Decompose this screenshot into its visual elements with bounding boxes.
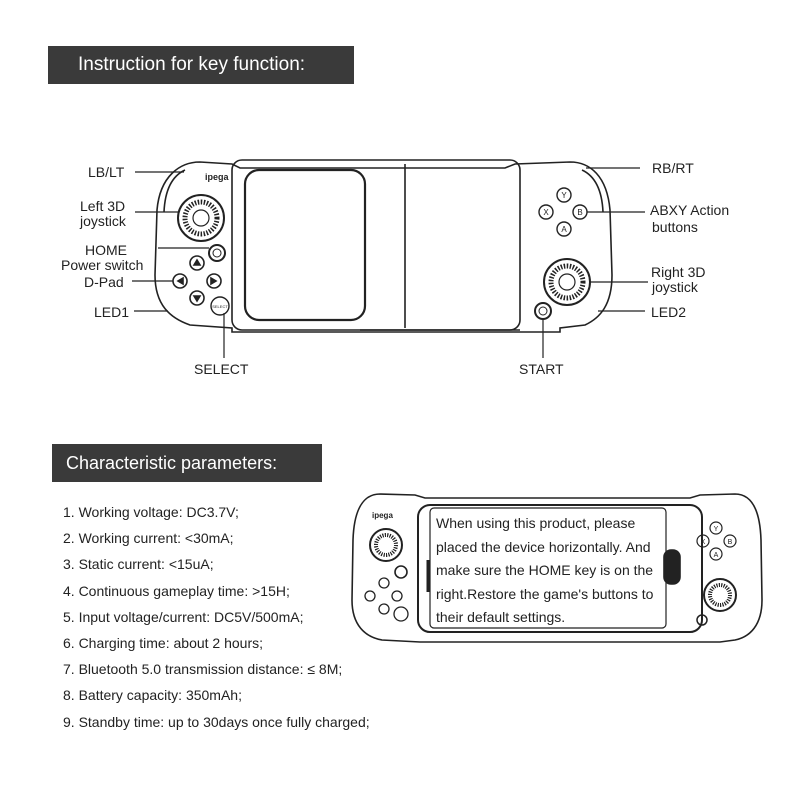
label-d-pad: D-Pad [84, 274, 124, 290]
left-joystick [177, 194, 225, 242]
list-item: 9. Standby time: up to 30days once fully… [63, 713, 370, 730]
label-abxy-line2: buttons [652, 219, 698, 235]
list-item: 5. Input voltage/current: DC5V/500mA; [63, 608, 304, 625]
parameters-list: 1. Working voltage: DC3.7V; 2. Working c… [63, 503, 370, 739]
controller-with-phone [351, 493, 763, 643]
brand-logo-2: ipega [372, 511, 393, 520]
select-button [210, 296, 230, 316]
usage-notice: When using this product, please placed t… [436, 515, 654, 625]
button-b-label: B [577, 208, 582, 217]
label-led2: LED2 [651, 304, 687, 320]
button-a-label-2: A [714, 552, 719, 559]
label-right-3d-line2: joystick [652, 279, 698, 295]
button-y-label-2: Y [714, 526, 719, 533]
label-power-switch: Power switch [61, 257, 144, 273]
list-item: 1. Working voltage: DC3.7V; [63, 504, 239, 520]
label-start: START [519, 361, 564, 377]
select-small-label: SELECT [212, 304, 228, 309]
label-led1: LED1 [94, 304, 130, 320]
label-left-3d-line1: Left 3D [80, 198, 126, 214]
label-abxy-line1: ABXY Action [650, 202, 730, 218]
home-button-2 [394, 565, 408, 579]
button-x-label: X [543, 208, 549, 217]
section-title-key-function: Instruction for key function: [48, 46, 354, 84]
brand-logo: ipega [205, 172, 230, 182]
list-item: 3. Static current: <15uA; [63, 556, 214, 573]
right-joystick [543, 258, 591, 306]
button-x-label-2: X [701, 539, 706, 546]
button-a-label: A [561, 225, 567, 234]
label-select: SELECT [194, 361, 249, 377]
label-right-3d-line1: Right 3D [651, 264, 706, 280]
phone-clamp-area [231, 159, 521, 331]
start-button-2 [696, 614, 708, 626]
list-item: 7. Bluetooth 5.0 transmission distance: … [63, 661, 343, 678]
list-item: 4. Continuous gameplay time: >15H; [63, 582, 290, 599]
list-item: 2. Working current: <30mA; [63, 530, 234, 547]
right-joystick-2 [703, 578, 737, 612]
list-item: 6. Charging time: about 2 hours; [63, 634, 264, 651]
button-y-label: Y [561, 191, 567, 200]
leader-lines [132, 167, 648, 358]
label-lb-lt: LB/LT [88, 164, 125, 180]
home-button [208, 244, 226, 262]
start-button [534, 302, 552, 320]
d-pad [172, 255, 222, 306]
label-rb-rt: RB/RT [652, 160, 694, 176]
label-home: HOME [85, 242, 127, 258]
label-left-3d-line2: joystick [80, 213, 126, 229]
list-item: 8. Battery capacity: 350mAh; [63, 687, 242, 704]
phone-outline [417, 504, 703, 633]
phone-screen-left [243, 168, 367, 322]
abxy-buttons-2 [696, 521, 737, 561]
left-joystick-2 [369, 528, 403, 562]
button-b-label-2: B [728, 539, 733, 546]
section-title-parameters: Characteristic parameters: [52, 444, 322, 482]
d-pad-2 [364, 577, 409, 622]
